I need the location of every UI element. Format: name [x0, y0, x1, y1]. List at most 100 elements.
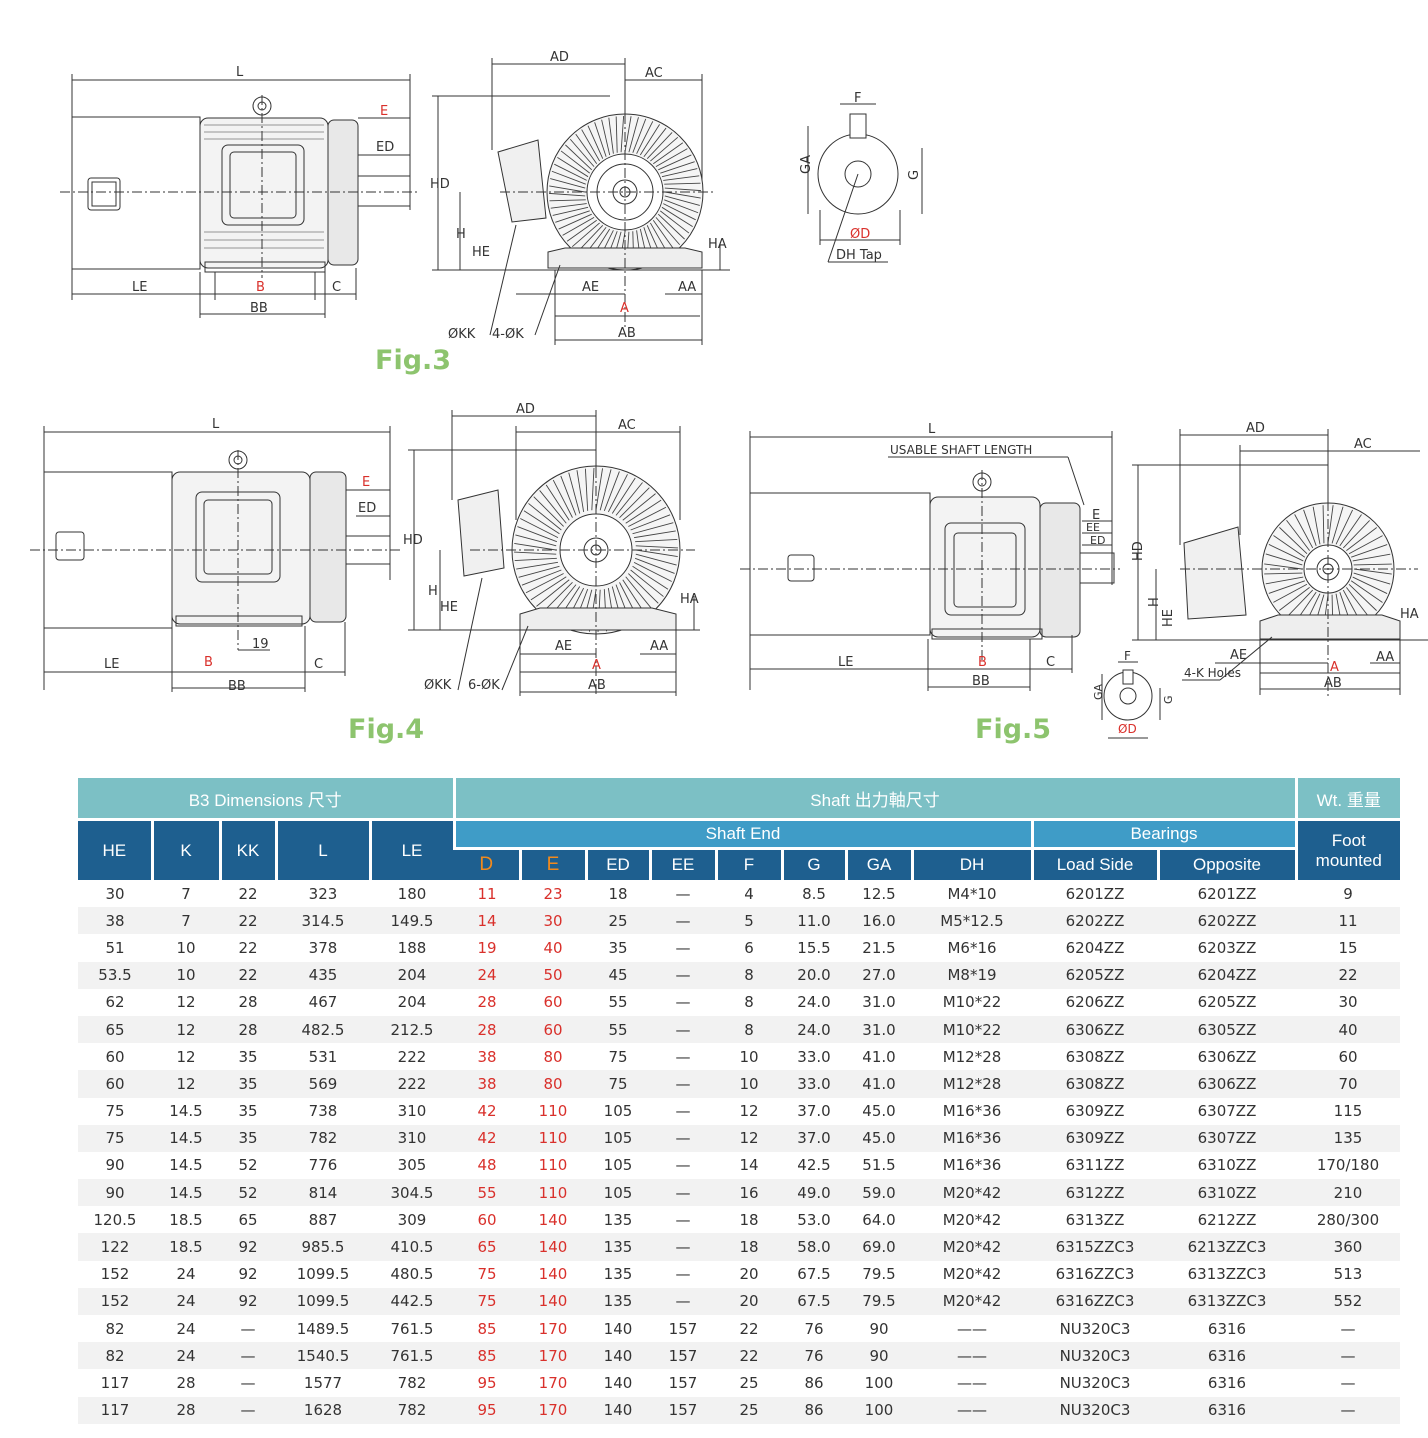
table-cell: 25	[716, 1396, 782, 1424]
table-cell: 309	[397, 1210, 427, 1229]
table-cell: 35	[238, 1102, 258, 1121]
table-cell: 45	[586, 961, 650, 989]
table-cell: 12.5	[862, 884, 896, 903]
table-cell: 18.5	[152, 1233, 220, 1261]
table-cell: M20*42	[942, 1265, 1002, 1284]
table-cell: 52	[238, 1156, 258, 1175]
table-cell: 59.0	[846, 1179, 912, 1207]
table-cell: 60	[1338, 1047, 1358, 1066]
dimensions-table: B3 Dimensions 尺寸 Shaft 出力軸尺寸 Wt. 重量 HE K…	[78, 778, 1400, 1424]
table-cell: NU320C3	[1032, 1396, 1158, 1424]
fan-fin	[1312, 506, 1321, 545]
table-cell: 7	[181, 884, 191, 903]
table-cell: 6204ZZ	[1158, 961, 1296, 989]
table-cell: —	[675, 938, 691, 957]
group-weight: Wt. 重量	[1294, 778, 1400, 820]
fig5-label-AC: AC	[1354, 437, 1372, 452]
table-cell: 62	[105, 993, 125, 1012]
fig4-label-AD: AD	[516, 402, 535, 417]
table-cell: 100	[846, 1396, 912, 1424]
fig4-label-HD: HD	[403, 533, 423, 548]
table-cell: 90	[846, 1342, 912, 1370]
fan-fin	[1339, 514, 1362, 547]
table-cell: 310	[370, 1124, 454, 1152]
table-cell: 140	[603, 1373, 633, 1392]
table-cell: —	[220, 1342, 276, 1370]
fan-fin	[643, 127, 667, 157]
table-cell: 7	[152, 907, 220, 935]
table-cell: M12*28	[942, 1047, 1002, 1066]
fan-fin	[560, 475, 577, 516]
table-cell: 60	[520, 1015, 586, 1044]
table-cell: —	[675, 993, 691, 1012]
table-cell: 467	[308, 993, 338, 1012]
table-cell: 6203ZZ	[1197, 938, 1257, 957]
fan-fin	[661, 206, 693, 227]
fan-fin	[653, 142, 684, 165]
fan-fin	[539, 490, 567, 524]
fan-fin	[514, 551, 557, 555]
table-cell: 6313ZZ	[1065, 1210, 1125, 1229]
table-cell: 6316	[1158, 1342, 1296, 1370]
table-cell: 35	[608, 938, 628, 957]
table-cell: 6308ZZ	[1065, 1047, 1125, 1066]
table-cell: 6316	[1207, 1319, 1247, 1338]
col-F: F	[714, 847, 782, 880]
fan-fin	[603, 471, 620, 512]
table-cell: 28	[238, 993, 258, 1012]
fan-fin	[542, 582, 573, 613]
table-cell: M16*36	[942, 1102, 1002, 1121]
fan-fin	[1335, 509, 1353, 545]
table-cell: M10*22	[942, 993, 1002, 1012]
fan-fin	[1351, 544, 1388, 558]
col-L: L	[274, 818, 370, 880]
col-DH: DH	[910, 847, 1032, 880]
table-cell: 80	[543, 1047, 563, 1066]
table-cell: —	[650, 1233, 716, 1261]
table-cell: 180	[397, 884, 427, 903]
table-cell: 53.0	[797, 1210, 831, 1229]
table-cell: 782	[397, 1373, 427, 1392]
fan-fin	[1273, 535, 1306, 558]
table-cell: 14.5	[169, 1102, 203, 1121]
table-cell: 170	[520, 1396, 586, 1424]
table-cell: 6205ZZ	[1032, 961, 1158, 989]
fig3-side-view: L E ED LE B BB C	[0, 0, 430, 345]
table-cell: 135	[603, 1265, 633, 1284]
table-cell: 80	[520, 1070, 586, 1098]
table-cell: 6205ZZ	[1197, 993, 1257, 1012]
fan-fin	[630, 569, 664, 597]
table-cell: 35	[220, 1070, 276, 1098]
fan-fin	[650, 136, 679, 162]
table-cell: 22	[1296, 961, 1400, 989]
fan-fin	[1353, 568, 1392, 575]
fig5-front-view: AD AC HD H HE HA AE A AA AB 4-K Holes	[1120, 415, 1428, 705]
table-cell: 31.0	[846, 1015, 912, 1044]
table-cell: 70	[1296, 1070, 1400, 1098]
table-cell: 50	[520, 961, 586, 989]
fan-fin	[628, 506, 667, 527]
fan-fin	[523, 510, 560, 535]
fan-fin	[1265, 553, 1303, 566]
table-cell: 8.5	[802, 884, 826, 903]
table-cell: 280/300	[1316, 1210, 1380, 1229]
fan-fin	[552, 206, 589, 216]
fan-fin	[620, 115, 625, 153]
table-cell: 122	[78, 1233, 152, 1261]
table-cell: 40	[1296, 1015, 1400, 1044]
table-cell: 6201ZZ	[1197, 884, 1257, 903]
fan-fin	[530, 576, 567, 601]
fan-fin	[628, 117, 639, 153]
fan-fin	[663, 203, 696, 221]
fan-fin	[518, 565, 560, 578]
fan-fin	[557, 157, 589, 178]
table-cell: 204	[370, 961, 454, 989]
fig3-label-K: 4-ØK	[492, 327, 524, 342]
table-cell: 782	[276, 1124, 370, 1152]
table-cell: 360	[1296, 1233, 1400, 1261]
fig4-label-HE: HE	[440, 600, 458, 615]
table-cell: 55	[608, 993, 628, 1012]
